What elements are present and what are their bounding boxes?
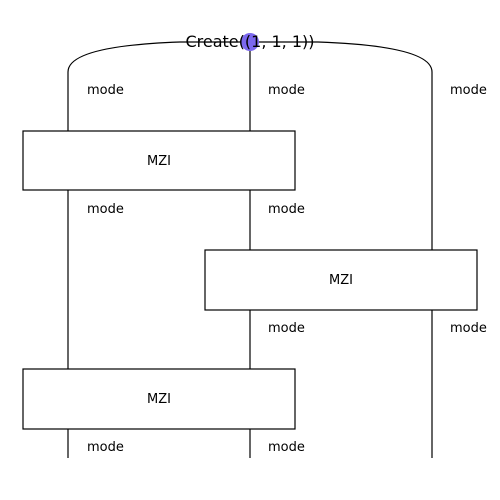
mzi-box-1: [22, 130, 296, 191]
wire-label: mode: [450, 83, 487, 98]
create-title: Create((1, 1, 1)): [185, 32, 314, 51]
wire-label: mode: [87, 440, 124, 455]
mzi-label-1: MZI: [147, 154, 171, 169]
wire-label: mode: [268, 83, 305, 98]
wire-label: mode: [268, 202, 305, 217]
wire-label: mode: [87, 83, 124, 98]
mzi-box-2: [204, 249, 478, 311]
state-dot: [241, 33, 259, 51]
wire-label: mode: [268, 440, 305, 455]
mzi-label-3: MZI: [147, 392, 171, 407]
wire-label: mode: [450, 321, 487, 336]
wire-label: mode: [87, 202, 124, 217]
wire-label: mode: [268, 321, 305, 336]
mzi-box-3: [22, 368, 296, 430]
mzi-label-2: MZI: [329, 273, 353, 288]
